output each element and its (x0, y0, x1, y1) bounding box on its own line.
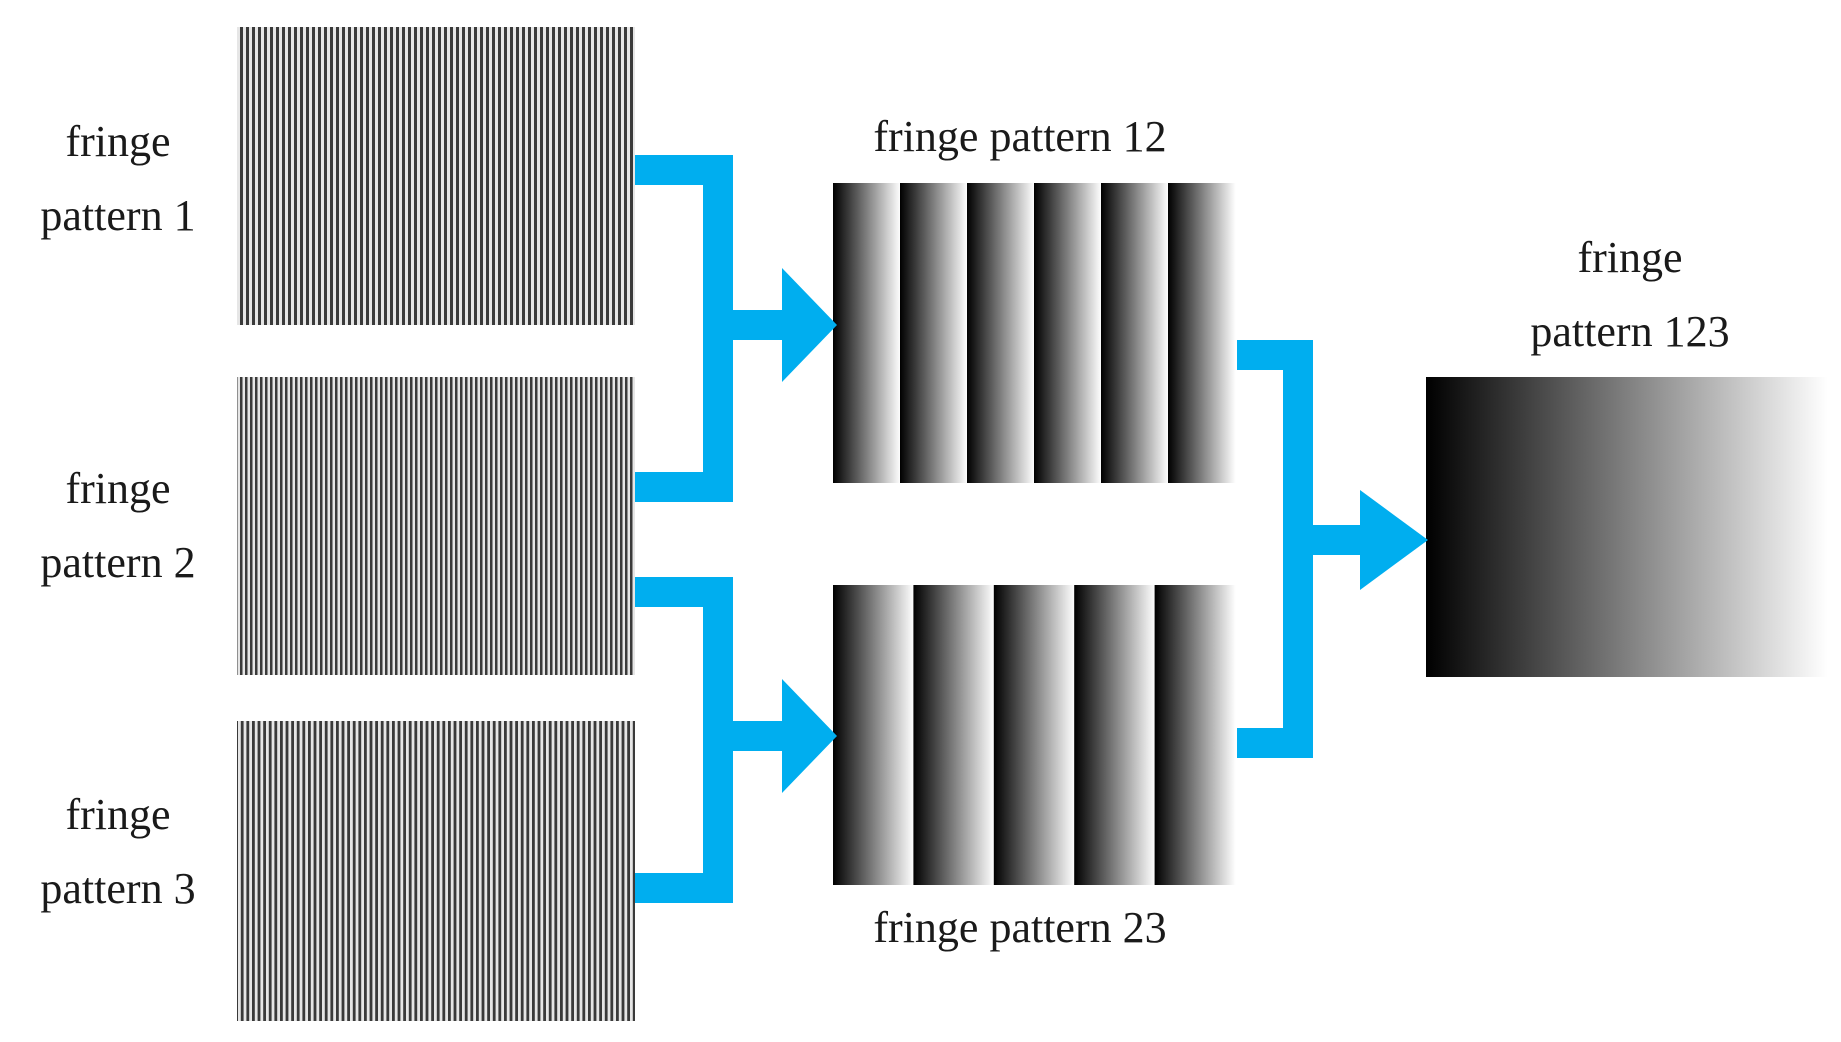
fringe-period (967, 183, 1035, 483)
label-line: pattern 3 (40, 864, 196, 913)
fringe-pattern-123-label: fringe pattern 123 (1480, 236, 1780, 354)
fringe-pattern-3-image (237, 721, 635, 1021)
fringe-period (1074, 585, 1156, 885)
fringe-pattern-3-label: fringe pattern 3 (18, 793, 218, 911)
fringe-period (1154, 585, 1236, 885)
fringe-period (1101, 183, 1169, 483)
fringe-period (1034, 183, 1102, 483)
fringe-period (833, 585, 914, 885)
label-line: fringe (65, 117, 171, 166)
fringe-pattern-123-image (1426, 377, 1828, 677)
fringe-period (833, 183, 901, 483)
combine-23-arrow (635, 577, 837, 903)
label-line: pattern 123 (1530, 307, 1730, 356)
fringe-pattern-12-image (833, 183, 1236, 483)
fringe-period (1426, 377, 1828, 677)
fringe-pattern-1-label: fringe pattern 1 (18, 120, 218, 238)
combine-123-arrow (1237, 340, 1428, 758)
fringe-period (900, 183, 968, 483)
fringe-period (913, 585, 995, 885)
combine-12-arrow (635, 155, 837, 502)
label-line: pattern 2 (40, 538, 196, 587)
label-line: pattern 1 (40, 191, 196, 240)
fringe-pattern-23-label: fringe pattern 23 (873, 903, 1167, 952)
label-line: fringe (65, 790, 171, 839)
fringe-pattern-2-image (237, 377, 635, 675)
fringe-pattern-12-label: fringe pattern 12 (873, 112, 1167, 161)
label-line: fringe (65, 464, 171, 513)
fringe-pattern-23-image (833, 585, 1236, 885)
fringe-pattern-2-label: fringe pattern 2 (18, 467, 218, 585)
fringe-pattern-1-image (237, 27, 635, 325)
fringe-period (993, 585, 1075, 885)
fringe-period (1168, 183, 1236, 483)
label-line: fringe (1577, 233, 1683, 282)
